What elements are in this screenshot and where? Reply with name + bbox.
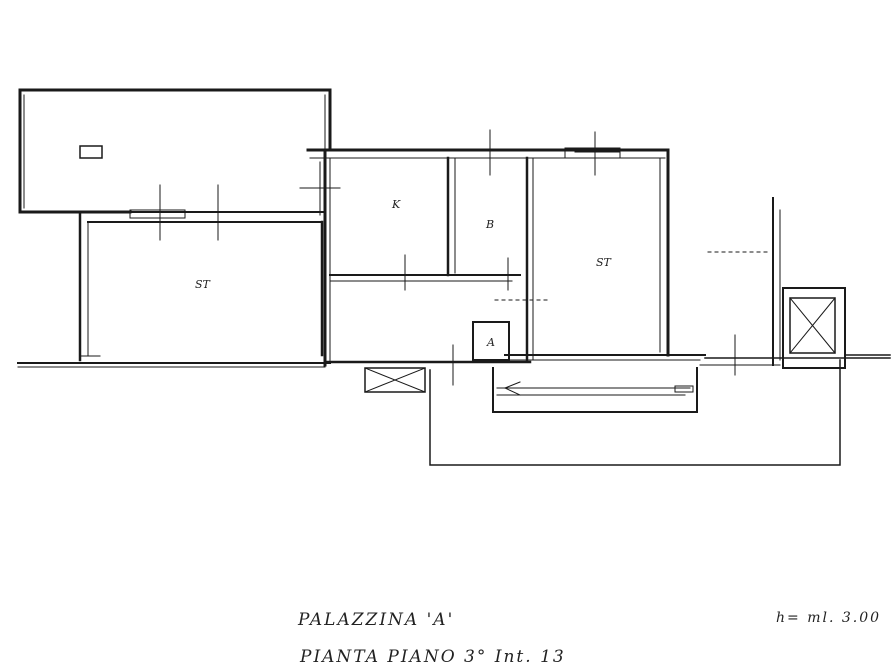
- room-label-small-a: A: [486, 336, 495, 349]
- room-label-west-st: ST: [195, 278, 212, 291]
- room-label-bath: B: [485, 218, 494, 231]
- lift-shaft: [699, 197, 891, 369]
- dimension-marks: [149, 129, 771, 386]
- north-terrace: [18, 88, 332, 214]
- height-note: h= ml. 3.00: [776, 610, 882, 626]
- plan-title: PIANTA PIANO 3° Int. 13: [300, 647, 566, 667]
- room-label-kitchen: K: [391, 198, 401, 211]
- central-block-walls: [306, 147, 706, 367]
- south-balcony: [364, 359, 841, 466]
- room-label-east-st: ST: [596, 256, 613, 269]
- building-title: PALAZZINA 'A': [298, 610, 455, 630]
